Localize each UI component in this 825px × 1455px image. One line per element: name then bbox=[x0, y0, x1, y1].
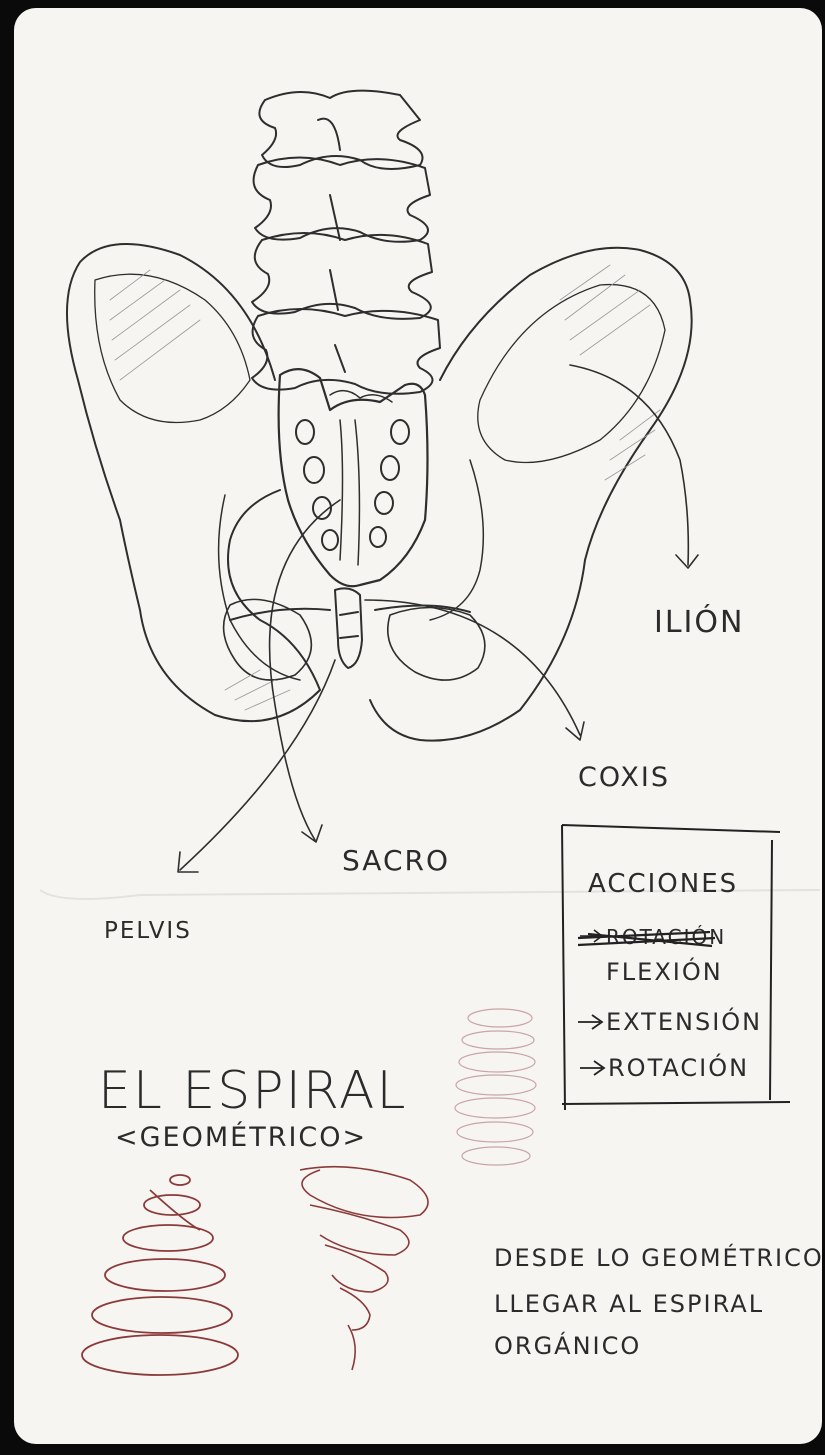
action-item-flexion: FLEXIÓN bbox=[606, 956, 723, 986]
label-coxis: COXIS bbox=[578, 762, 670, 793]
note-line-2: LLEGAR AL ESPIRAL bbox=[494, 1290, 764, 1318]
spiral-title: EL ESPIRAL bbox=[98, 1061, 407, 1121]
actions-title: ACCIONES bbox=[588, 869, 738, 899]
label-pelvis: PELVIS bbox=[104, 918, 192, 944]
spiral-subtitle: <GEOMÉTRICO> bbox=[115, 1121, 367, 1153]
note-line-3: ORGÁNICO bbox=[494, 1331, 641, 1360]
label-ilion: ILIÓN bbox=[654, 603, 744, 640]
action-item-rotation: ROTACIÓN bbox=[608, 1052, 749, 1082]
action-item-extension: EXTENSIÓN bbox=[606, 1006, 762, 1036]
note-line-1: DESDE LO GEOMÉTRICO bbox=[494, 1243, 824, 1272]
label-sacro: SACRO bbox=[342, 844, 450, 877]
